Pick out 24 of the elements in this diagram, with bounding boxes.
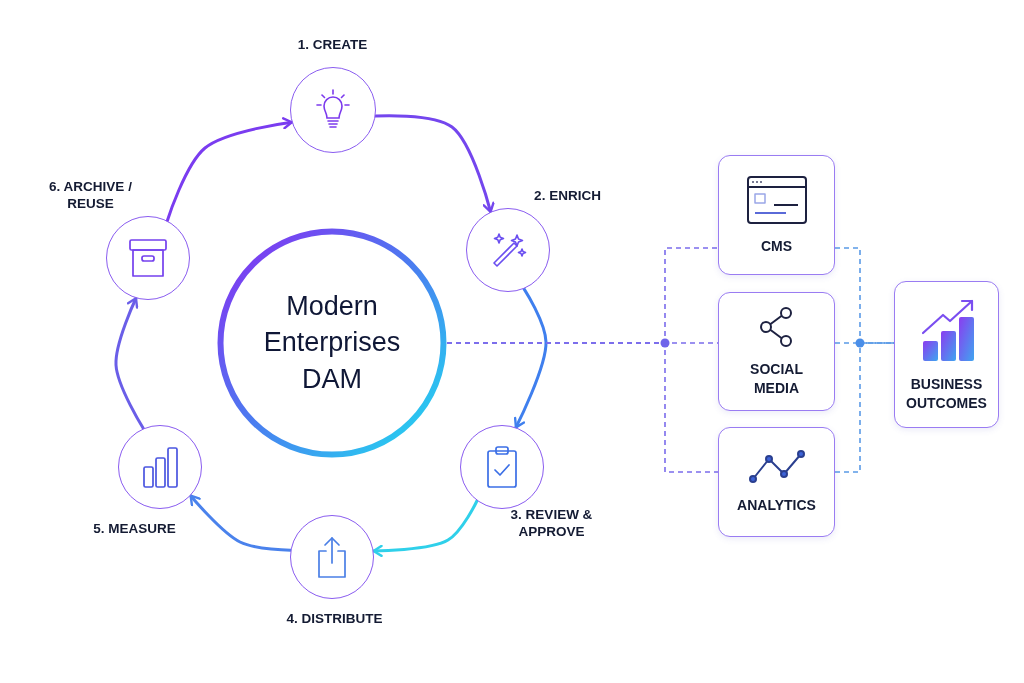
step-label: 5. MEASURE [93, 519, 176, 538]
cycle-arrow [513, 287, 548, 429]
dashed-connector [446, 342, 719, 473]
hub-circle [217, 228, 447, 458]
channel-card [718, 155, 835, 275]
cycle-arrow [114, 296, 145, 430]
step-label: 6. ARCHIVE / REUSE [48, 177, 133, 214]
dashed-connector [834, 342, 895, 344]
step-label: 4. DISTRIBUTE [286, 609, 383, 628]
step-label: 3. REVIEW & APPROVE [509, 505, 594, 542]
channel-card [718, 427, 835, 537]
channel-card [894, 281, 999, 428]
channel-label: ANALYTICS [736, 495, 817, 515]
channel-label: BUSINESS OUTCOMES [905, 375, 988, 412]
channel-label: SOCIAL MEDIA [749, 360, 804, 397]
cycle-arrow [372, 499, 479, 558]
hub-title: Modern Enterprises DAM [262, 290, 402, 397]
step-label: 1. CREATE [297, 35, 368, 54]
cycle-arrow [189, 494, 293, 552]
cycle-arrow [165, 117, 294, 223]
step-label: 2. ENRICH [534, 186, 601, 205]
channel-card [718, 292, 835, 411]
cycle-arrow [374, 114, 495, 214]
channel-label: CMS [759, 236, 794, 256]
